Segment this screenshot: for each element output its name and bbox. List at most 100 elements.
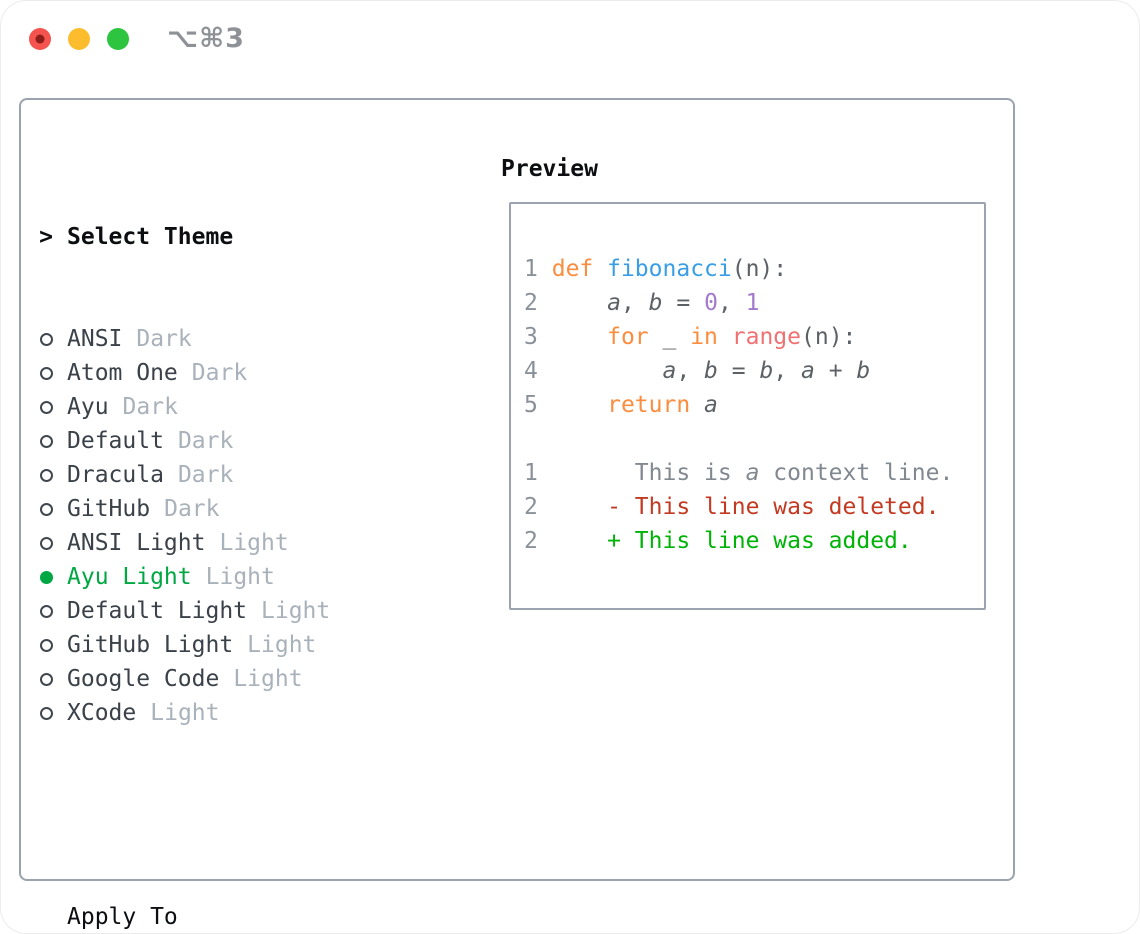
- code-segment-num: 2: [524, 528, 538, 554]
- code-segment-var: b: [759, 358, 774, 384]
- code-line: [524, 422, 984, 456]
- option-label: Default Light: [67, 598, 248, 624]
- radio-slot: [39, 468, 53, 482]
- option-tag: Dark: [177, 462, 234, 488]
- radio-unselected-icon: [39, 706, 53, 720]
- code-segment-default: (n):: [731, 256, 788, 282]
- code-segment-context: This is: [537, 460, 746, 486]
- spacer: [39, 798, 441, 832]
- option-label: GitHub Light: [67, 632, 234, 658]
- option-label: Ayu: [67, 394, 109, 420]
- radio-unselected-icon: [39, 604, 53, 618]
- code-segment-default: +: [814, 358, 857, 384]
- code-segment-num: 1: [524, 460, 538, 486]
- traffic-lights: [29, 28, 129, 50]
- code-segment-num: 4: [524, 358, 538, 384]
- code-segment-var: b: [856, 358, 871, 384]
- theme-option-dracula[interactable]: Dracula Dark: [39, 458, 441, 492]
- radio-unselected-icon: [39, 332, 53, 346]
- theme-option-ansi[interactable]: ANSI Dark: [39, 322, 441, 356]
- code-segment-default: (n):: [801, 324, 857, 350]
- option-label: ANSI: [67, 326, 123, 352]
- code-line: 2 - This line was deleted.: [524, 490, 984, 524]
- radio-slot: [39, 570, 53, 584]
- apply-to-heading: Apply To: [67, 904, 178, 930]
- radio-unselected-icon: [39, 468, 53, 482]
- code-segment-function: fibonacci: [607, 256, 732, 282]
- theme-option-github[interactable]: GitHub Dark: [39, 492, 441, 526]
- radio-unselected-icon: [39, 536, 53, 550]
- code-line: 1 This is a context line.: [524, 456, 984, 490]
- code-segment-del: - This line was deleted.: [537, 494, 940, 520]
- option-label: Atom One: [67, 360, 178, 386]
- code-segment-default: _: [662, 324, 691, 350]
- code-segment-var: a: [662, 358, 677, 384]
- radio-unselected-icon: [39, 638, 53, 652]
- radio-unselected-icon: [39, 502, 53, 516]
- option-label: XCode: [67, 700, 137, 726]
- radio-slot: [39, 638, 53, 652]
- option-tag: Light: [261, 598, 331, 624]
- code-segment-var: a: [607, 290, 621, 316]
- code-segment-default: =: [662, 290, 705, 316]
- code-segment-num: 2: [524, 290, 538, 316]
- radio-slot: [39, 604, 53, 618]
- code-segment-default: [538, 392, 607, 418]
- code-segment-context: context line.: [759, 460, 954, 486]
- code-segment-add: + This line was added.: [537, 528, 912, 554]
- radio-slot: [39, 332, 53, 346]
- code-segment-call: range: [731, 324, 801, 350]
- code-line: 5 return a: [524, 388, 984, 422]
- option-label: Google Code: [67, 666, 220, 692]
- title-bar: ⌥⌘3: [1, 1, 1139, 77]
- radio-unselected-icon: [39, 366, 53, 380]
- code-segment-num: 2: [524, 494, 538, 520]
- radio-slot: [39, 366, 53, 380]
- option-label: Dracula: [67, 462, 164, 488]
- radio-unselected-icon: [39, 672, 53, 686]
- code-segment-keyword: return: [607, 392, 705, 418]
- option-tag: Dark: [164, 496, 220, 522]
- code-line: 2 a, b = 0, 1: [524, 286, 984, 320]
- preview-column: Preview 1 def fibonacci(n):2 a, b = 0, 1…: [501, 152, 986, 610]
- option-label: GitHub: [67, 496, 151, 522]
- code-segment-num: 3: [524, 324, 538, 350]
- code-segment-var: b: [704, 358, 718, 384]
- code-line: 3 for _ in range(n):: [524, 320, 984, 354]
- code-segment-keyword: def: [551, 256, 608, 282]
- radio-unselected-icon: [39, 400, 53, 414]
- theme-option-default-light[interactable]: Default Light Light: [39, 594, 441, 628]
- option-label: ANSI Light: [67, 530, 206, 556]
- minimize-button[interactable]: [68, 28, 90, 50]
- preview-heading: Preview: [501, 156, 598, 182]
- option-tag: Dark: [191, 360, 248, 386]
- radio-unselected-icon: [39, 434, 53, 448]
- close-button[interactable]: [29, 28, 51, 50]
- option-label: Default: [67, 428, 164, 454]
- option-tag: Dark: [136, 326, 192, 352]
- select-theme-header-row: > Select Theme: [39, 220, 441, 254]
- unsaved-changes-dot-icon: [35, 34, 45, 44]
- code-segment-default: [538, 324, 607, 350]
- theme-option-atom-one[interactable]: Atom One Dark: [39, 356, 441, 390]
- option-tag: Light: [247, 632, 317, 658]
- code-segment-default: [538, 290, 607, 316]
- code-segment-default: ,: [773, 358, 802, 384]
- theme-option-github-light[interactable]: GitHub Light Light: [39, 628, 441, 662]
- radio-slot: [39, 706, 53, 720]
- code-segment-keyword: in: [690, 324, 732, 350]
- code-segment-var: a: [801, 358, 815, 384]
- zoom-button[interactable]: [107, 28, 129, 50]
- code-segment-keyword: for: [607, 324, 663, 350]
- code-segment-number: 0: [704, 290, 718, 316]
